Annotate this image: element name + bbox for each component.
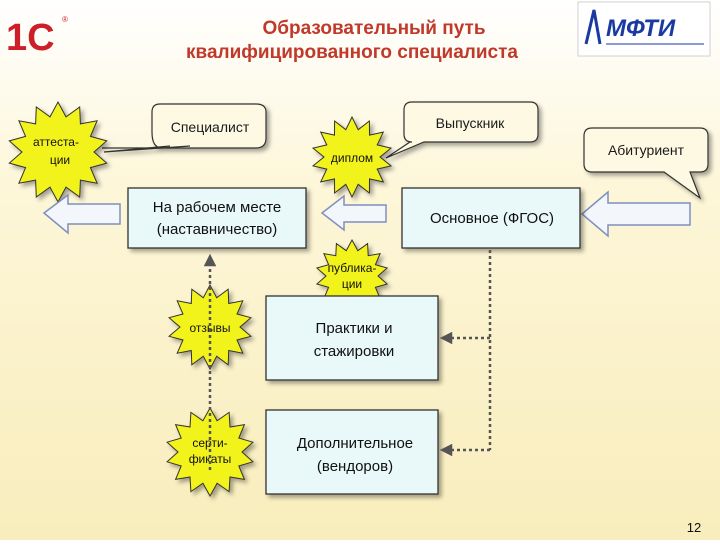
burst-diploma <box>311 115 393 199</box>
box-practice-line-2: стажировки <box>314 343 395 360</box>
callout-applicant <box>583 127 709 200</box>
title-line-2: квалифицированного специалиста <box>186 42 518 63</box>
arrow-left-2 <box>320 194 387 232</box>
burst-publications-label-2: ции <box>342 277 362 291</box>
burst-diploma-label: диплом <box>331 151 373 165</box>
callout-graduate <box>385 101 539 159</box>
callout-applicant-label: Абитуриент <box>608 142 685 158</box>
callout-specialist-label: Специалист <box>171 119 250 135</box>
box-workplace-line-1: На рабочем месте <box>153 199 281 216</box>
box-additional-line-1: Дополнительное <box>297 435 413 452</box>
box-main <box>401 187 581 249</box>
logo-mipt: МФТИ <box>577 1 711 57</box>
bursts-layer <box>8 100 393 498</box>
title-line-1: Образовательный путь <box>262 18 485 39</box>
box-additional-line-2: (вендоров) <box>317 458 393 475</box>
logo-1c: 1С ® <box>6 15 68 59</box>
box-practice <box>265 295 439 381</box>
burst-attestation-label-1: аттеста- <box>33 135 79 149</box>
logo-1c-text: 1С <box>6 17 55 59</box>
box-practice-line-1: Практики и <box>316 320 393 337</box>
burst-publications-label-1: публика- <box>328 261 377 275</box>
burst-attestation-label-2: ции <box>50 153 70 167</box>
burst-certificates-label-2: фикаты <box>189 452 232 466</box>
box-workplace <box>127 187 307 249</box>
page-number: 12 <box>687 520 701 535</box>
box-additional <box>265 409 439 495</box>
box-workplace-line-2: (наставничество) <box>157 221 277 238</box>
box-main-line-1: Основное (ФГОС) <box>430 210 554 227</box>
arrow-left-3 <box>580 190 691 238</box>
dotted-connectors <box>203 250 492 470</box>
callout-specialist <box>102 103 267 153</box>
burst-reviews-label: отзывы <box>189 321 230 335</box>
callout-graduate-label: Выпускник <box>436 115 506 131</box>
logo-mipt-text: МФТИ <box>606 15 676 42</box>
registered-mark: ® <box>62 15 68 24</box>
burst-reviews <box>168 283 252 371</box>
arrow-left-1 <box>42 193 121 235</box>
